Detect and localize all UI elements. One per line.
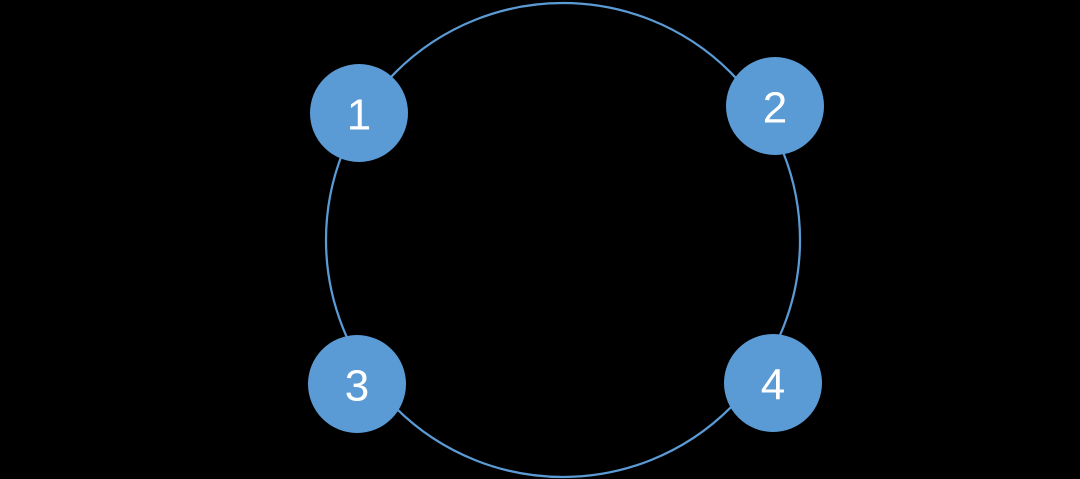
node-3-label: 3	[345, 361, 369, 410]
node-4-circle	[724, 334, 822, 432]
node-2-label: 2	[763, 83, 787, 132]
node-1-circle	[310, 64, 408, 162]
node-2-circle	[726, 57, 824, 155]
cycle-node-4: 4	[724, 334, 822, 432]
node-1-label: 1	[347, 90, 371, 139]
cycle-node-1: 1	[310, 64, 408, 162]
node-4-label: 4	[761, 360, 785, 409]
cycle-node-2: 2	[726, 57, 824, 155]
cycle-node-3: 3	[308, 335, 406, 433]
cycle-ring	[324, 1, 802, 479]
node-3-circle	[308, 335, 406, 433]
